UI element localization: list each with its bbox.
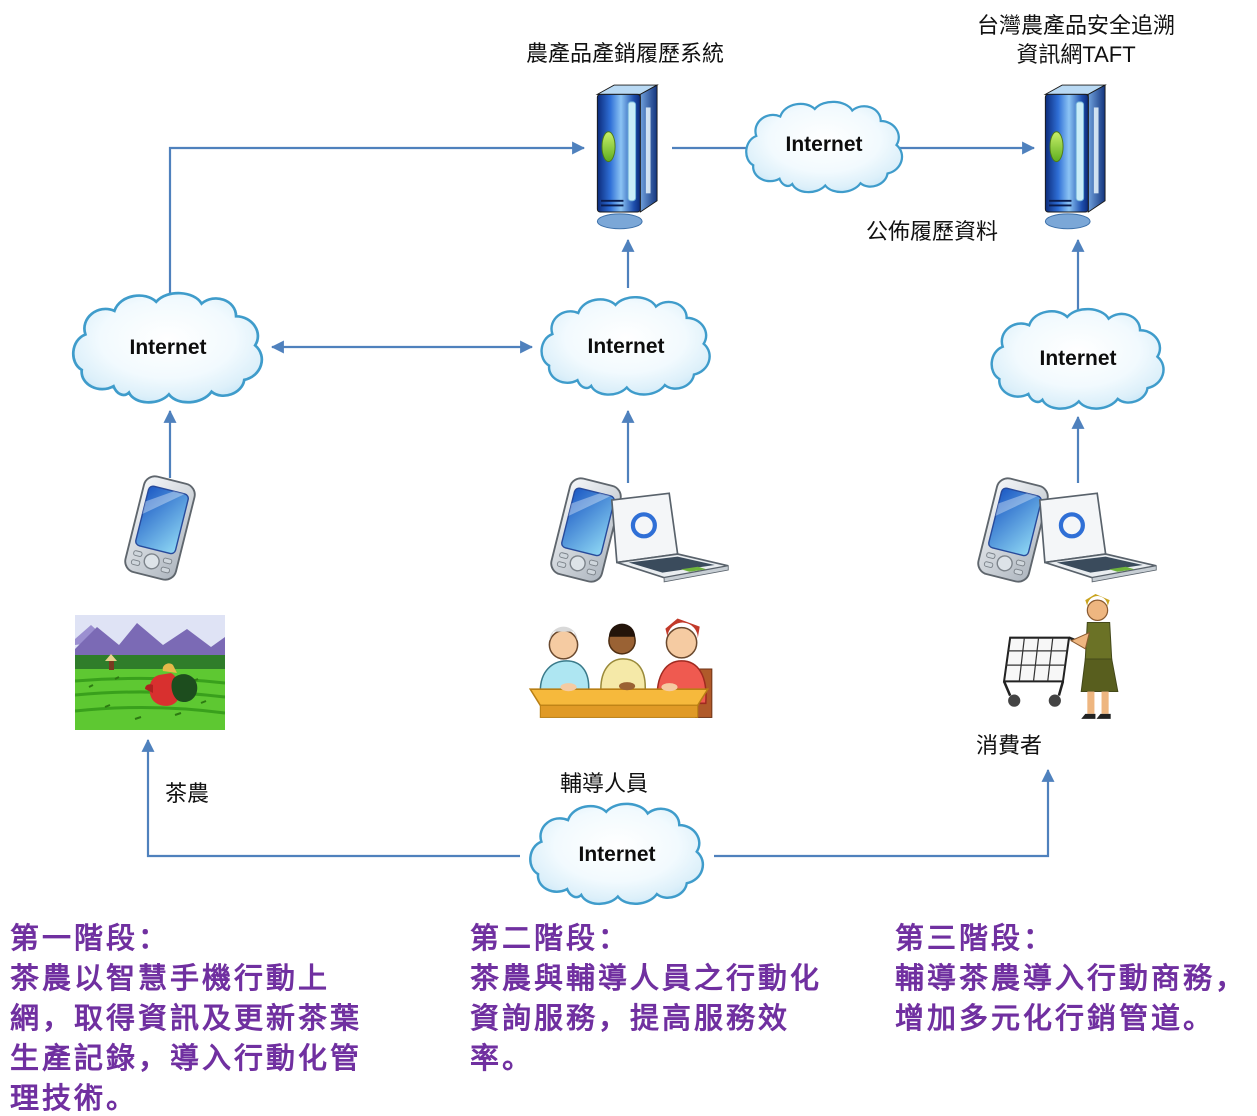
consumer-label: 消費者 [976, 733, 1043, 758]
laptop-icon-consumer [1040, 493, 1156, 582]
internet-label-left: Internet [129, 336, 207, 359]
stage-3-text: 第三階段： 輔導茶農導入行動商務，增加多元化行銷管道。 [895, 918, 1253, 1038]
internet-label-bottom: Internet [578, 843, 656, 866]
connector-bottomcloud-farmer [141, 738, 520, 858]
stage-2-title: 第二階段： [470, 921, 631, 955]
connector-leftcloud-server1 [168, 141, 586, 293]
server-icon-taft [1044, 84, 1107, 230]
advisor-label: 輔導人員 [560, 771, 649, 796]
laptop-icon-advisor [612, 493, 728, 582]
internet-label-right: Internet [1039, 347, 1117, 370]
internet-label-middle: Internet [587, 335, 665, 358]
pda-icon-consumer [974, 475, 1052, 585]
stage-1-text: 第一階段： 茶農以智慧手機行動上網，取得資訊及更新茶葉生產記錄，導入行動化管理技… [10, 918, 368, 1116]
pda-icon-farmer [121, 473, 199, 583]
server1-title: 農產品產銷履歷系統 [525, 41, 724, 66]
stage-3-body: 輔導茶農導入行動商務，增加多元化行銷管道。 [895, 961, 1248, 1036]
stage-1-title: 第一階段： [10, 921, 171, 955]
stage-2-text: 第二階段： 茶農與輔導人員之行動化資詢服務，提高服務效率。 [470, 918, 828, 1078]
stage-1-body: 茶農以智慧手機行動上網，取得資訊及更新茶葉生產記錄，導入行動化管理技術。 [10, 961, 363, 1116]
pda-icon-advisor [547, 475, 625, 585]
publish-data-label: 公佈履歷資料 [866, 219, 999, 244]
connectors [141, 141, 1085, 858]
internet-label-top: Internet [785, 133, 863, 156]
server-icon-traceability-system [596, 84, 659, 230]
server2-title-line2: 資訊網TAFT [1016, 42, 1136, 67]
consumer-shopper-illustration [1002, 592, 1120, 721]
stage-3-title: 第三階段： [895, 921, 1056, 955]
tea-farm-illustration [75, 615, 225, 730]
stage-2-body: 茶農與輔導人員之行動化資詢服務，提高服務效率。 [470, 961, 823, 1076]
connector-bottomcloud-consumer [714, 768, 1055, 858]
tea-farmer-label: 茶農 [165, 781, 210, 806]
advisors-meeting-illustration [529, 617, 713, 719]
server2-title-line1: 台灣農產品安全追溯 [976, 13, 1175, 38]
